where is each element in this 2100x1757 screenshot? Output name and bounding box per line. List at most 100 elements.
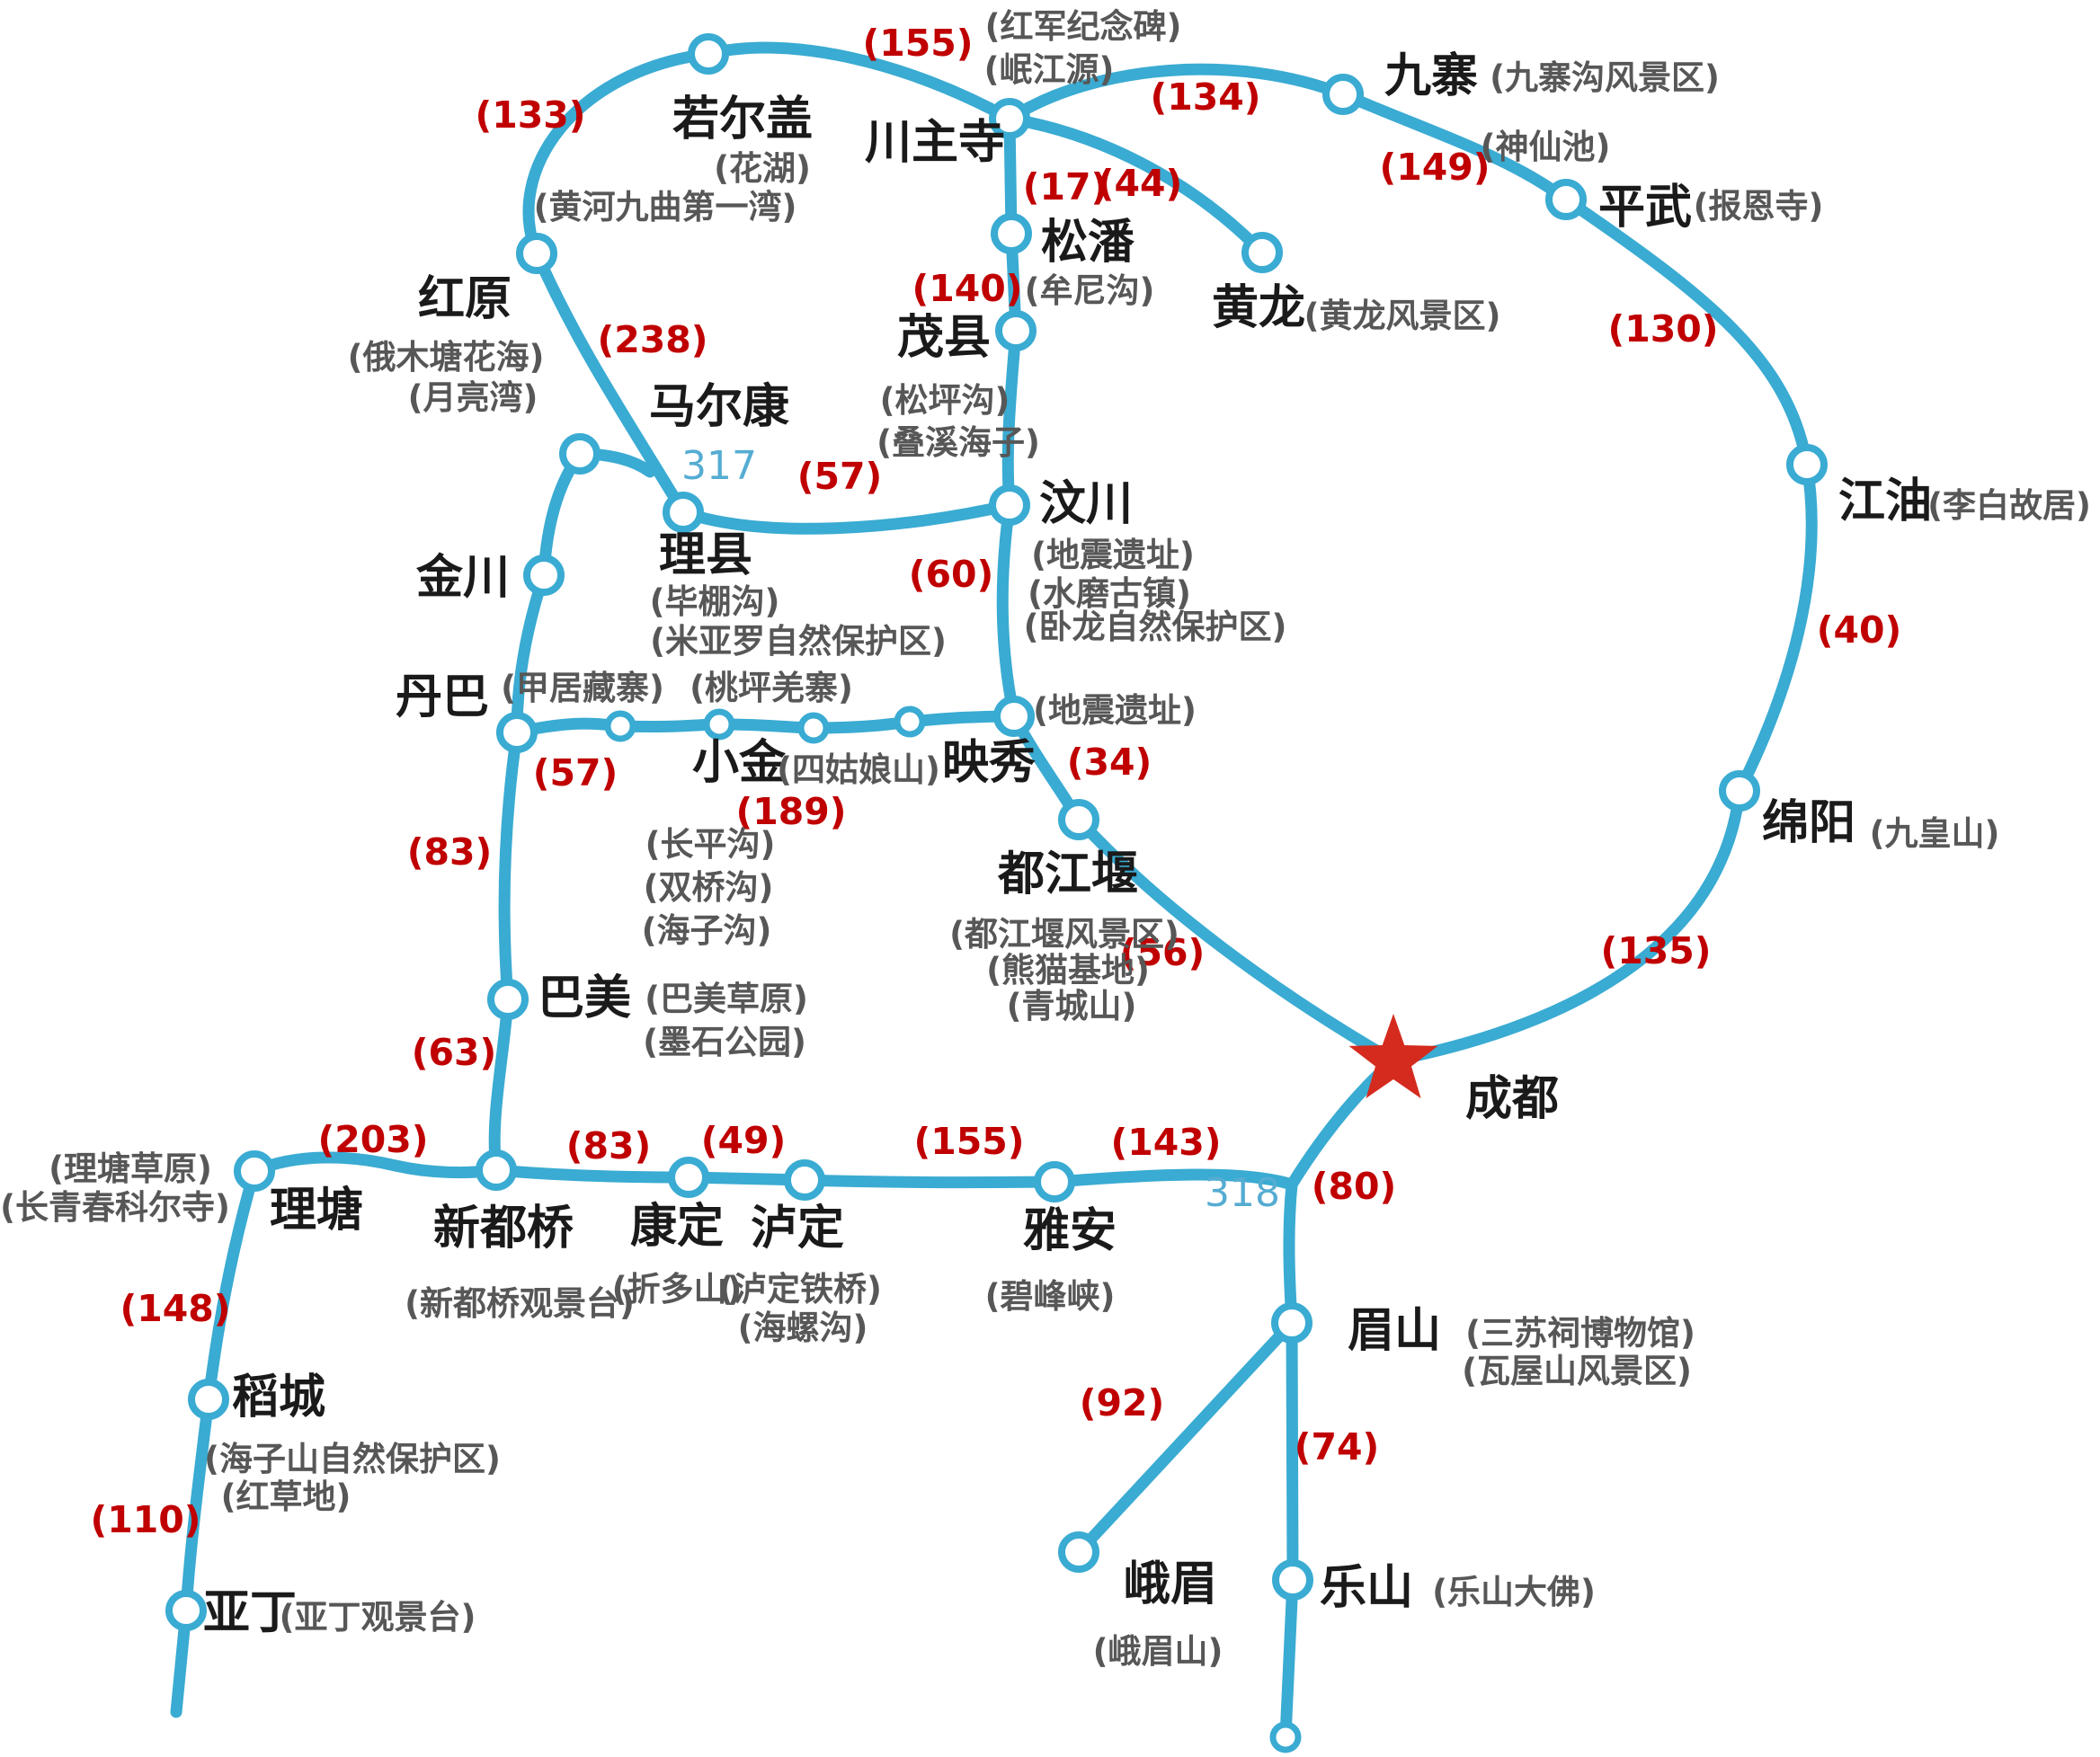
attraction-note-meishan-1: (瓦屋山风景区) (1462, 1352, 1692, 1390)
station-node-jinchuan (523, 555, 565, 596)
route-line-bend318-meishan (1283, 1178, 1298, 1329)
station-label-kangding: 康定 (630, 1200, 724, 1254)
waypoint-node-1 (703, 708, 735, 741)
attraction-note-kangding-0: (折多山) (612, 1270, 743, 1309)
route-line-wenchuan-yingxiu (996, 499, 1020, 723)
route-line-jiangyou-mianyang (1733, 458, 1818, 797)
distance-label: (135) (1600, 929, 1711, 972)
waypoint-node-4 (1269, 1721, 1302, 1753)
route-line-danba-bamei (498, 726, 523, 1006)
route-line-yaan-bend318 (1048, 1168, 1298, 1191)
attraction-note-danba-0: (甲居藏寨) (501, 669, 664, 707)
attraction-note-wenchuan-1: (水磨古镇) (1028, 574, 1191, 613)
route-line-lixian-wenchuan (677, 499, 1016, 535)
attraction-note-wenchuan-2: (卧龙自然保护区) (1024, 608, 1287, 646)
chengdu-star-icon (1348, 1014, 1438, 1099)
attraction-note-hongyuan-0: (俄木塘花海) (348, 338, 545, 377)
route-line-ruoergai-chuanzhusi (702, 41, 1016, 125)
attraction-note-dujiangyan-2: (青城山) (1007, 987, 1137, 1025)
station-node-ruoergai (688, 33, 729, 75)
attraction-note-dujiangyan-0: (都江堰风景区) (949, 915, 1179, 954)
route-line-leshan-south (1279, 1574, 1299, 1744)
distance-label: (56) (1120, 931, 1206, 974)
distance-label: (80) (1312, 1165, 1397, 1208)
station-node-mianyang (1719, 770, 1760, 812)
distance-label: (130) (1607, 307, 1718, 351)
attraction-note-ruoergai-1: (黄河九曲第一湾) (534, 188, 797, 226)
attraction-note-leshan-0: (乐山大佛) (1432, 1573, 1596, 1611)
station-label-yingxiu: 映秀 (942, 736, 1036, 790)
station-node-meishan (1271, 1302, 1312, 1344)
station-node-maerkang (559, 433, 601, 475)
waypoint-node-3 (894, 705, 926, 738)
distance-label: (155) (862, 22, 973, 65)
attraction-note-luding-0: (泸定铁桥) (718, 1270, 882, 1309)
station-node-wenchuan (989, 484, 1030, 526)
attraction-note-bamei-1: (墨石公园) (643, 1023, 806, 1061)
route-line-xinduqiao-kangding (490, 1164, 695, 1184)
distance-label: (17) (1023, 165, 1108, 209)
station-label-litang: 理塘 (270, 1184, 363, 1238)
station-node-yading (165, 1590, 207, 1631)
route-line-daocheng-yading (180, 1393, 215, 1617)
attraction-note-dujiangyan-1: (熊猫基地) (986, 951, 1150, 989)
station-node-dujiangyan (1058, 799, 1099, 840)
station-label-chuanzhusi: 川主寺 (865, 116, 1005, 170)
station-label-danba: 丹巴 (396, 670, 489, 724)
distance-label: (83) (566, 1124, 652, 1167)
route-line-luding-yaan (798, 1174, 1061, 1189)
attraction-note-lixian-2: (桃坪羌寨) (690, 669, 853, 707)
distance-label: (133) (475, 93, 585, 137)
attraction-note-xiaojin-3: (海子沟) (642, 911, 772, 950)
station-node-yingxiu (993, 696, 1035, 737)
station-node-yaan (1034, 1161, 1075, 1202)
distance-label: (203) (317, 1118, 428, 1161)
distance-label: (49) (701, 1119, 787, 1162)
attraction-note-jiuzhai-1: (神仙池) (1481, 128, 1611, 166)
distance-label: (60) (909, 553, 994, 596)
station-label-hongyuan: 红原 (418, 272, 512, 326)
distance-label: (149) (1379, 146, 1490, 189)
station-label-jiangyou: 江油 (1838, 475, 1932, 528)
distance-label: (110) (90, 1498, 200, 1541)
station-node-jiuzhai (1322, 74, 1364, 115)
station-label-jinchuan: 金川 (415, 551, 510, 605)
station-label-luding: 泸定 (751, 1202, 844, 1256)
station-node-daocheng (188, 1379, 229, 1420)
station-label-dujiangyan: 都江堰 (997, 847, 1138, 901)
distance-label: (34) (1067, 741, 1152, 784)
station-node-huanglong (1241, 232, 1283, 273)
distance-label: (189) (735, 790, 846, 833)
station-label-xiaojin: 小金 (692, 736, 787, 790)
station-label-leshan: 乐山 (1320, 1561, 1413, 1615)
station-label-daocheng: 稻城 (232, 1371, 325, 1424)
station-node-hongyuan (516, 233, 557, 274)
attraction-note-xiaojin-1: (长平沟) (645, 825, 776, 864)
station-node-lixian (663, 492, 704, 533)
attraction-note-xinduqiao-0: (新都桥观景台) (405, 1284, 635, 1323)
waypoint-node-2 (797, 712, 830, 744)
station-node-xinduqiao (476, 1149, 517, 1191)
station-node-jiangyou (1786, 444, 1828, 485)
attraction-note-yaan-0: (碧峰峡) (985, 1277, 1116, 1316)
station-label-wenchuan: 汶川 (1039, 477, 1133, 531)
attraction-note-lixian-1: (米亚罗自然保护区) (650, 622, 947, 661)
station-node-pingwu (1545, 179, 1587, 220)
attraction-note-pingwu-0: (报恩寺) (1694, 187, 1824, 226)
distance-label: (92) (1080, 1381, 1165, 1424)
distance-label: (143) (1110, 1121, 1221, 1164)
distance-label: (57) (533, 751, 618, 794)
route-line-meishan-emei (1072, 1317, 1298, 1558)
station-label-yaan: 雅安 (1023, 1204, 1117, 1258)
station-label-songpan: 松潘 (1041, 216, 1135, 270)
distance-label: (83) (407, 830, 493, 874)
station-label-xinduqiao: 新都桥 (433, 1202, 574, 1256)
attraction-note-meishan-0: (三苏祠博物馆) (1465, 1314, 1695, 1353)
station-label-meishan: 眉山 (1348, 1304, 1441, 1358)
station-label-ruoergai: 若尔盖 (672, 93, 813, 146)
distance-label: (140) (912, 267, 1022, 310)
station-label-maerkang: 马尔康 (649, 380, 789, 434)
route-line-pingwu-jiangyou (1560, 193, 1813, 471)
route-line-hongyuan-lixian (530, 247, 690, 519)
